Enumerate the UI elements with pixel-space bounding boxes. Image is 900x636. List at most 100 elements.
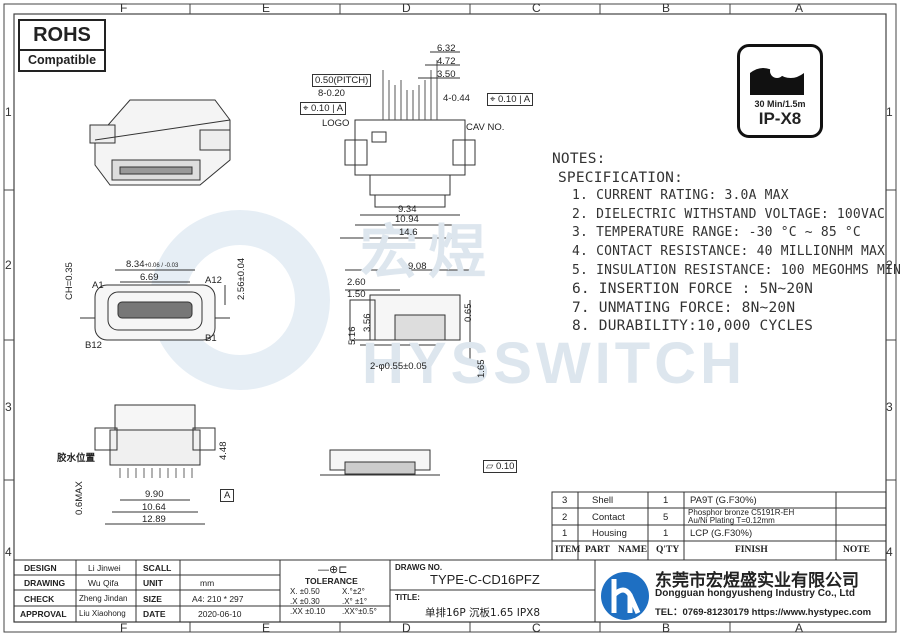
rohs-title: ROHS <box>20 21 104 51</box>
notes-block: NOTES: SPECIFICATION: 1. CURRENT RATING:… <box>552 150 900 336</box>
tol-angle: .XX°±0.5° <box>342 607 377 616</box>
tol-angle: X.°±2° <box>342 587 365 596</box>
pin-a12: A12 <box>205 275 222 286</box>
dim-834-value: 8.34 <box>126 259 145 270</box>
notes-spec: SPECIFICATION: <box>558 169 684 186</box>
tb-role: DRAWING <box>24 578 66 588</box>
dim-632: 6.32 <box>437 43 456 54</box>
note-item: 5. INSULATION RESISTANCE: 100 MEGOHMS MI… <box>572 262 900 278</box>
company-name-cn: 东莞市宏煜盛实业有限公司 <box>655 571 859 591</box>
dim-holes: 2-φ0.55±0.05 <box>370 361 427 372</box>
tb-key: SIZE <box>143 594 162 604</box>
tb-role: APPROVAL <box>20 609 67 619</box>
watermark-cn: 宏煜 <box>360 220 497 285</box>
zone-a-bottom: A <box>795 621 804 635</box>
dim-8-020: 8-0.20 <box>318 88 345 99</box>
zone-2: 2 <box>5 258 12 272</box>
tb-name: Li Jinwei <box>88 563 121 573</box>
tb-role: CHECK <box>24 594 55 604</box>
zone-d: D <box>402 1 411 15</box>
bom-qty: 1 <box>663 495 669 506</box>
zone-4: 4 <box>5 545 12 559</box>
bom-qty: 5 <box>663 512 669 523</box>
company-logo-icon <box>601 572 649 620</box>
rohs-subtitle: Compatible <box>27 53 97 67</box>
note-item: 1. CURRENT RATING: 3.0A MAX <box>572 188 789 204</box>
dim-1289: 12.89 <box>142 514 166 525</box>
tb-val: 2020-06-10 <box>198 609 242 619</box>
zone-a: A <box>795 1 804 15</box>
bom-item: 1 <box>562 528 568 539</box>
dim-pitch: 0.50(PITCH) <box>312 74 372 87</box>
note-item: 7. UNMATING FORCE: 8N~20N <box>572 299 796 316</box>
cav-callout: CAV NO. <box>466 122 505 133</box>
dim-934: 9.34 <box>398 204 417 215</box>
drawing-no-label: DRAWG NO. <box>395 563 443 572</box>
title-label: TITLE: <box>395 593 420 602</box>
dim-06max: 0.6MAX <box>74 481 85 515</box>
zone-3-right: 3 <box>886 400 893 414</box>
ipx8-badge: 30 Min/1.5m IP-X8 <box>737 44 823 138</box>
projection-symbol: —⊕⊏ <box>318 564 348 576</box>
bom-header-name: NAME <box>618 545 648 555</box>
zone-d-bottom: D <box>402 621 411 635</box>
dim-4-044: 4-0.44 <box>443 93 470 104</box>
pin-b12: B12 <box>85 340 102 351</box>
zone-1-right: 1 <box>886 105 893 119</box>
drawing-no: TYPE-C-CD16PFZ <box>430 572 540 587</box>
note-item: 2. DIELECTRIC WITHSTAND VOLTAGE: 100VAC <box>572 206 886 222</box>
tol2-value: 0.10 <box>498 94 517 105</box>
zone-f-bottom: F <box>120 621 128 635</box>
zone-c: C <box>532 1 541 15</box>
bom-finish: LCP (G.F30%) <box>690 528 753 539</box>
bom-part: Contact <box>592 512 625 523</box>
tol1-value: 0.10 <box>311 103 330 114</box>
datum-a: A <box>220 489 235 502</box>
dim-150: 1.50 <box>347 289 366 300</box>
tb-name: Zheng Jindan <box>79 594 128 603</box>
zone-2-right: 2 <box>886 258 893 272</box>
note-item: 8. DURABILITY:10,000 CYCLES <box>572 318 814 335</box>
dim-834: 8.34+0.06 / -0.03 <box>126 259 178 270</box>
rohs-badge: ROHS Compatible <box>18 19 106 72</box>
bom-header-finish: FINISH <box>735 545 768 555</box>
dim-448: 4.48 <box>218 441 229 461</box>
dim-990: 9.90 <box>145 489 164 500</box>
dim-350: 3.50 <box>437 69 456 80</box>
bom-item: 2 <box>562 512 568 523</box>
tolerance-title: TOLERANCE <box>305 576 358 586</box>
ipx-rating-line: 30 Min/1.5m <box>754 99 806 109</box>
dim-834-tol: +0.06 / -0.03 <box>144 263 179 269</box>
tol-linear: .X ±0.30 <box>290 597 320 606</box>
waterproof-glue-label: 胶水位置 <box>57 453 96 464</box>
dim-165: 1.65 <box>476 359 487 379</box>
dim-146: 14.6 <box>399 227 418 238</box>
water-drop-icon <box>750 55 804 95</box>
tb-val: mm <box>200 578 215 588</box>
company-block: 东莞市宏煜盛实业有限公司 Dongguan hongyusheng Indust… <box>600 563 890 629</box>
zone-3: 3 <box>5 400 12 414</box>
zone-e: E <box>262 1 271 15</box>
bom-header-part: PART <box>585 545 610 555</box>
note-item: 6. INSERTION FORCE : 5N~20N <box>572 281 814 298</box>
zone-b-bottom: B <box>662 621 671 635</box>
tb-role: DESIGN <box>24 563 57 573</box>
dim-669: 6.69 <box>140 272 159 283</box>
tol-linear: X. ±0.50 <box>290 587 320 596</box>
bom-finish: PA9T (G.F30%) <box>690 495 757 506</box>
zone-f: F <box>120 1 128 15</box>
dim-065: 0.65 <box>463 303 474 323</box>
bom-header-note: NOTE <box>843 545 870 555</box>
bom-finish-2: Au/Ni Plating T=0.12mm <box>688 516 775 525</box>
bom-part: Housing <box>592 528 627 539</box>
note-item: 4. CONTACT RESISTANCE: 40 MILLIONHM MAX <box>572 243 886 259</box>
bom-qty: 1 <box>663 528 669 539</box>
tb-val: A4: 210 * 297 <box>192 594 244 604</box>
pin-b1: B1 <box>205 333 217 344</box>
company-contact: TEL：0769-81230179 https://www.hystypec.c… <box>655 607 872 618</box>
company-name-en: Dongguan hongyusheng Industry Co., Ltd <box>655 588 855 599</box>
dim-472: 4.72 <box>437 56 456 67</box>
watermark-en: HYSSWITCH <box>362 331 746 396</box>
tb-name: Liu Xiaohong <box>79 609 126 618</box>
bom-item: 3 <box>562 495 568 506</box>
